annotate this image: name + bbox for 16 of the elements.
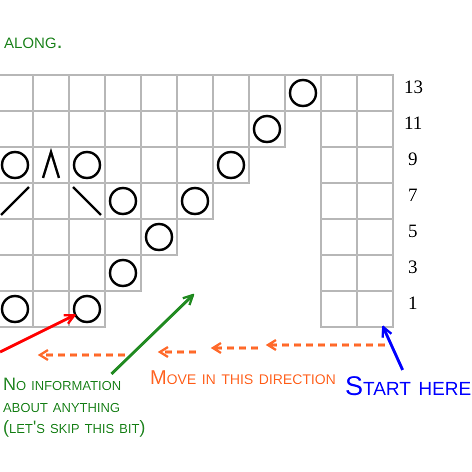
direction-text: Move in this direction	[150, 366, 336, 390]
arrow	[382, 326, 404, 371]
row-number: 3	[408, 257, 418, 280]
row-number: 7	[408, 185, 418, 208]
row-number: 11	[404, 113, 422, 136]
arrow	[0, 314, 76, 354]
chart-cell	[356, 290, 394, 328]
note-text: along.	[4, 28, 63, 54]
annotation-text: Start here	[345, 370, 472, 402]
arrow	[110, 294, 194, 376]
stitch-circle	[72, 294, 102, 324]
row-number: 13	[404, 77, 423, 100]
row-number: 9	[408, 149, 418, 172]
row-number: 1	[408, 293, 418, 316]
row-number: 5	[408, 221, 418, 244]
annotation-text: No information about anything (let's skip this bit)	[3, 374, 153, 439]
